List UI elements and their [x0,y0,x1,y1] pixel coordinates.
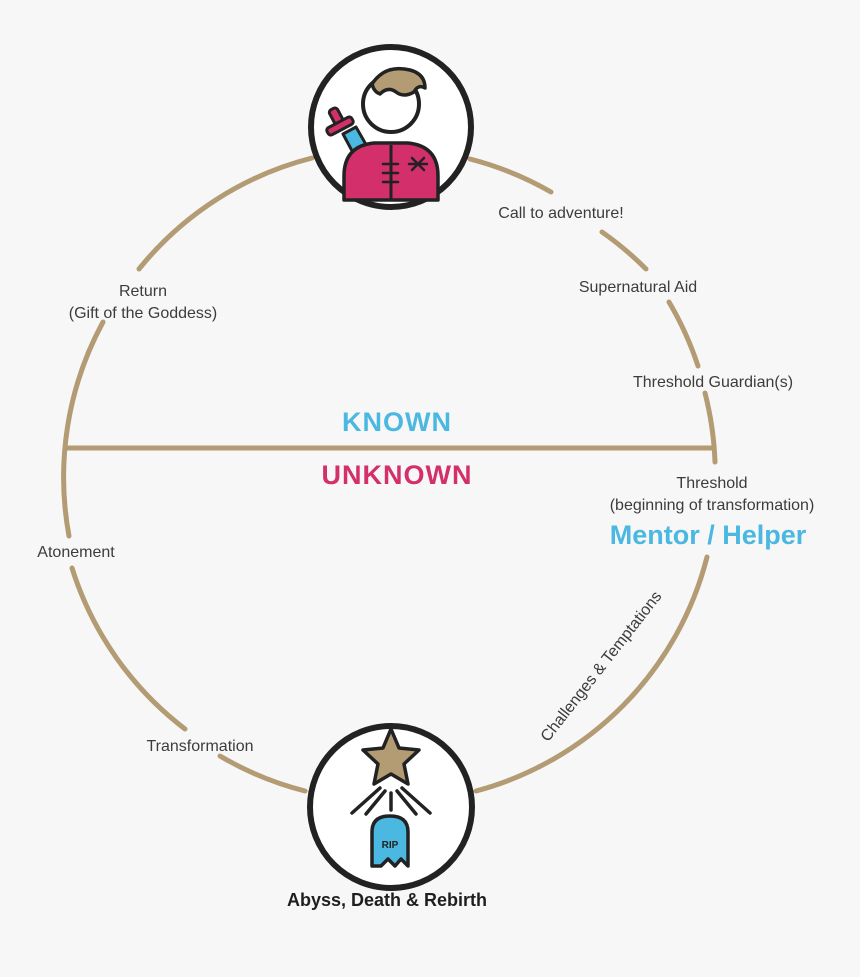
known-label: KNOWN [342,407,452,437]
label-transformation: Transformation [146,738,254,755]
unknown-label: UNKNOWN [321,460,473,490]
arc-transformation-to-atonement [69,565,188,732]
label-supernatural-aid: Supernatural Aid [578,279,698,296]
label-return: Return (Gift of the Goddess) [69,281,218,325]
label-threshold-line2: (beginning of transformation) [609,497,815,514]
arc-atonement-to-return [61,319,106,539]
arc-top-right [467,156,554,195]
arc-return-to-top [136,155,315,272]
label-threshold-line1: Threshold [676,475,748,492]
label-atonement: Atonement [37,544,115,561]
arc-aid-to-guardian [666,299,701,369]
rip-text: RIP [382,840,399,851]
label-return-line2: (Gift of the Goddess) [68,305,218,322]
mentor-helper-label: Mentor / Helper [609,520,807,550]
label-abyss-death-rebirth: Abyss, Death & Rebirth [286,890,488,910]
label-call-to-adventure: Call to adventure! [498,205,624,222]
arc-guardian-to-threshold [702,390,718,465]
journey-circle [61,155,718,794]
hero-with-sword-icon [308,44,474,210]
arc-call-to-aid [599,229,649,272]
label-threshold-guardians: Threshold Guardian(s) [632,374,794,391]
arc-bottom-to-transformation [217,753,308,794]
label-threshold: Threshold (beginning of transformation) [610,473,815,517]
star-gravestone-icon: RIP [307,723,475,891]
label-return-line1: Return [118,283,168,300]
arc-mentor-to-bottom [473,554,710,794]
